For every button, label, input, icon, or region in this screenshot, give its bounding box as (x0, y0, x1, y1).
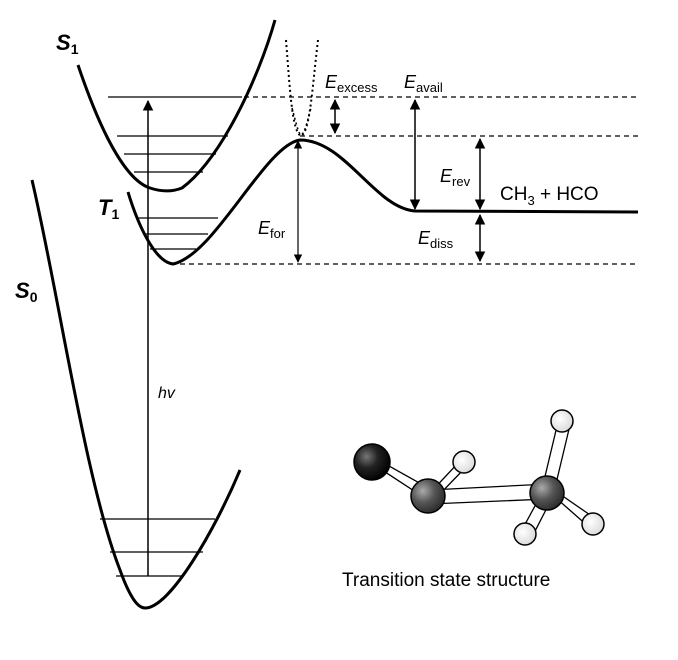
s0-label: S0 (15, 278, 38, 305)
s1-potential-curve (76, 19, 277, 193)
s0-potential-curve (30, 179, 242, 610)
t1-vibrational-levels (138, 217, 218, 250)
hv-label: hv (158, 385, 176, 402)
products-label: CH3 + HCO (500, 184, 599, 208)
dashed-energy-levels (180, 96, 638, 265)
hydrogen-atom-methyl-left (513, 522, 537, 546)
t1-potential-curve (126, 138, 639, 266)
e-rev-label: Erev (440, 166, 471, 189)
hydrogen-atom-methyl-right (581, 512, 605, 536)
carbon-atom-methyl (529, 475, 565, 511)
s0-vibrational-levels (100, 518, 215, 577)
hydrogen-atom-formyl (452, 450, 476, 474)
e-diss-label: Ediss (418, 228, 454, 251)
t1-label: T1 (98, 195, 119, 222)
oxygen-atom (353, 443, 391, 481)
e-avail-label: Eavail (404, 72, 443, 95)
s1-vibrational-levels (108, 96, 242, 173)
dissociative-surface-dotted-curve (285, 39, 319, 138)
dissociative-surface-inner-dotted-curve (291, 107, 312, 136)
e-excess-label: Eexcess (325, 72, 378, 95)
carbon-atom-formyl (410, 478, 446, 514)
hydrogen-atom-methyl-top (550, 409, 574, 433)
transition-state-molecule (353, 409, 605, 546)
e-for-label: Efor (258, 218, 286, 241)
molecule-caption: Transition state structure (342, 570, 550, 591)
s1-label: S1 (56, 30, 79, 57)
